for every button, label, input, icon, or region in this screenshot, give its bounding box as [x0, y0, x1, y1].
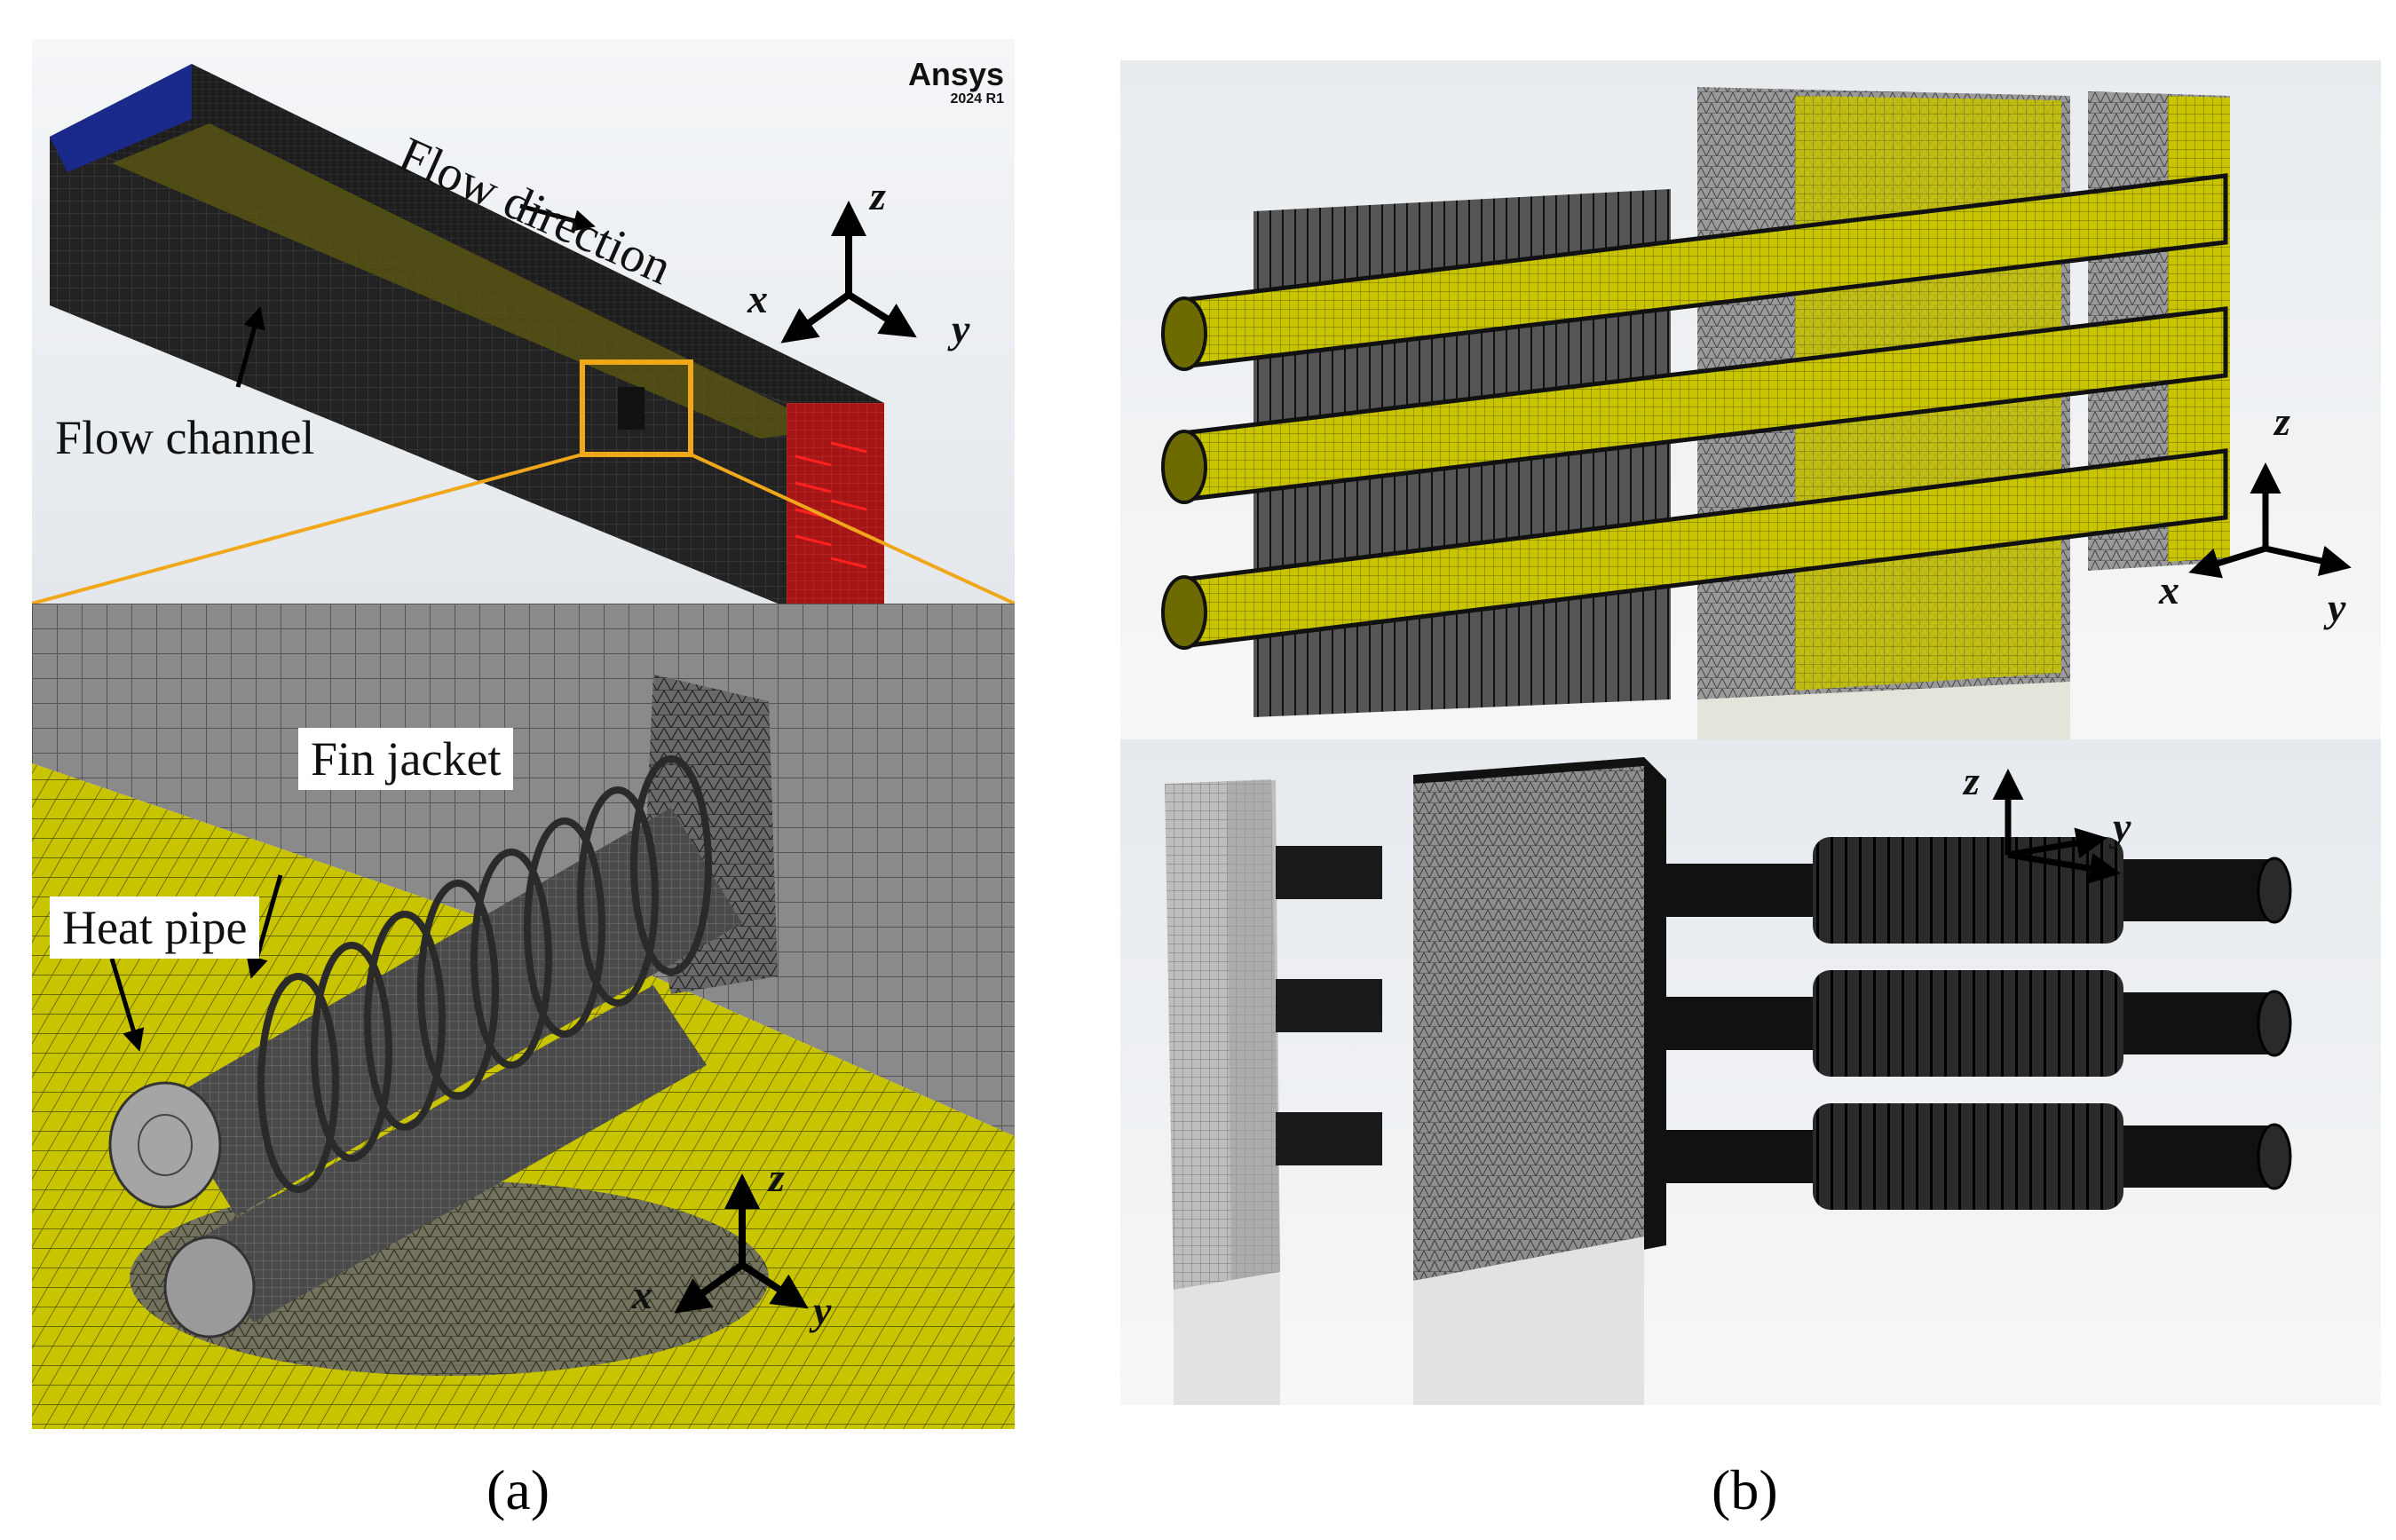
floor-reflection: [1697, 682, 2070, 739]
flow-direction-arrow: [519, 203, 596, 232]
fin-rings: [257, 755, 712, 1193]
condenser-block-face: [1413, 766, 1644, 1281]
axes-triad-b-bottom: [1992, 769, 2121, 884]
heat-pipes: [1161, 173, 2228, 650]
axes-triad-b-top: [2188, 462, 2352, 579]
inlet-face: [50, 64, 192, 172]
caption-panel-b: (b): [1712, 1458, 1778, 1521]
axis-z-label: z: [870, 173, 886, 218]
axis-x-label: x: [747, 276, 768, 321]
caption-panel-a: (a): [486, 1458, 550, 1521]
heat-pipe-label: Heat pipe: [50, 896, 260, 959]
ansys-watermark: Ansys 2024 R1: [908, 59, 1004, 107]
axes-triad-a-bottom: [674, 1173, 809, 1314]
evaporator-plate-side: [1227, 780, 1280, 1281]
fin-jacket-label: Fin jacket: [298, 728, 514, 790]
lower-heat-pipe: [163, 985, 707, 1339]
axis-y-label: y: [952, 306, 970, 351]
flow-channel-pointer: [235, 306, 265, 388]
axis-z-label: z: [1964, 758, 1980, 803]
finned-pipes-right: [1662, 837, 2292, 1210]
outlet-face: [787, 403, 884, 604]
upper-heat-pipe: [108, 755, 742, 1216]
heat-pipe-detail: [618, 387, 644, 430]
heat-pipe-mesh-rendering: [32, 604, 1015, 1429]
zoom-line-right: [690, 453, 1015, 604]
channel-side-face: [50, 137, 787, 604]
flow-channel-rendering: [32, 39, 1015, 604]
connector-pipes-left: [1276, 846, 1382, 1165]
background: [1120, 739, 2381, 1405]
floor-reflection-left: [1174, 1272, 1280, 1405]
heat-pipe-array-rendering-top: [1120, 60, 2381, 739]
axis-z-label: z: [769, 1155, 785, 1200]
heat-pipe-array-rendering-bottom: [1120, 739, 2381, 1405]
flow-channel-label: Flow channel: [55, 411, 315, 464]
axis-x-label: x: [632, 1272, 652, 1317]
panel-b-top-view: z x y: [1120, 60, 2381, 739]
panel-a-heat-pipe-zoom: Fin jacket Heat pipe z x y: [32, 604, 1015, 1429]
outlet-vectors: [795, 441, 867, 569]
axis-y-label: y: [2113, 804, 2131, 849]
axis-z-label: z: [2274, 399, 2290, 444]
ansys-brand: Ansys: [907, 56, 1004, 92]
ansys-version: 2024 R1: [950, 91, 1005, 107]
panel-a-flow-channel-view: Ansys 2024 R1 Flow direction Flow channe…: [32, 39, 1015, 604]
axis-y-label: y: [813, 1288, 832, 1333]
zoom-highlight-box: [580, 359, 693, 457]
heat-pipe-pointer: [109, 958, 145, 1052]
floor-reflection-center: [1413, 1236, 1644, 1405]
zoom-line-left: [32, 453, 583, 604]
axis-y-label: y: [2328, 585, 2346, 630]
axis-x-label: x: [2123, 875, 2144, 920]
axis-x-label: x: [2159, 567, 2179, 612]
panel-b-bottom-view: z y x: [1120, 739, 2381, 1405]
axes-triad-a-top: [780, 201, 917, 344]
